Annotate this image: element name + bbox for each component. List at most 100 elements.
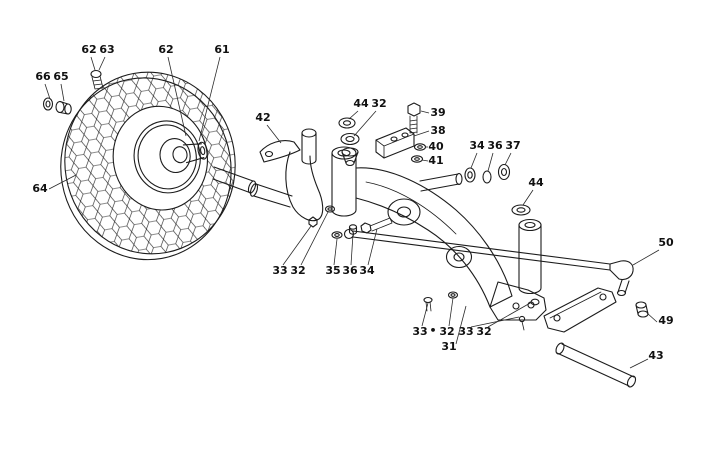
hub-cap: [197, 141, 208, 160]
part-label-32: 32: [371, 97, 386, 110]
part-35-washer: [331, 231, 343, 239]
leader-line-36: [350, 233, 354, 266]
part-38-bracket: [375, 127, 415, 159]
spindle-shaft: [212, 166, 257, 194]
part-label-•: •: [429, 324, 436, 337]
part-34-washer-right: [464, 167, 476, 183]
wheel-rim-inner: [137, 124, 197, 190]
part-37-washer: [497, 163, 511, 181]
part-66-ring: [42, 97, 54, 111]
part-63-bolt: [90, 69, 104, 90]
part-label-63: 63: [99, 43, 114, 56]
leader-line-33: [421, 302, 429, 327]
part-34-bolt-bottom: [360, 217, 393, 234]
leader-line-33: [470, 316, 520, 328]
wheel-rim-outer: [133, 120, 201, 194]
part-label-65: 65: [53, 70, 68, 83]
leader-line-32: [300, 211, 329, 266]
part-label-32: 32: [476, 325, 491, 338]
part-32-washer-far-right: [530, 298, 540, 306]
part-44-washer-right: [511, 204, 531, 216]
part-label-62: 62: [81, 43, 96, 56]
hub-cap-bore: [200, 146, 206, 156]
part-49-bushing: [635, 301, 649, 318]
part-32-washer-left: [324, 205, 336, 213]
leader-line-34: [470, 152, 478, 169]
part-label-49: 49: [658, 314, 673, 327]
leader-line-32: [487, 301, 533, 328]
part-label-36: 36: [487, 139, 503, 152]
part-label-33: 33: [272, 264, 287, 277]
part-label-41: 41: [428, 154, 443, 167]
part-label-34: 34: [469, 139, 485, 152]
part-36-spacer-right: [482, 170, 492, 184]
leader-line-43: [629, 358, 649, 369]
tie-rod: [343, 228, 611, 271]
part-label-37: 37: [505, 139, 520, 152]
part-65-bushing: [55, 100, 72, 115]
part-label-44: 44: [528, 176, 544, 189]
part-label-64: 64: [32, 182, 48, 195]
leader-line-33: [282, 225, 312, 266]
part-44-washer-upper: [338, 117, 356, 129]
hub-plate: [159, 138, 191, 174]
leader-lines: [44, 56, 660, 369]
leader-line-32: [448, 297, 454, 327]
part-33-bolt-right: [518, 315, 526, 331]
part-label-61: 61: [214, 43, 229, 56]
part-36-spacer-bottom: [348, 224, 358, 235]
exploded-view-artwork: [42, 69, 649, 388]
leader-line-61: [198, 56, 221, 142]
part-33-bolt-middle: [423, 296, 433, 312]
part-39-bolt: [407, 102, 421, 134]
part-label-32: 32: [439, 325, 454, 338]
part-label-42: 42: [255, 111, 270, 124]
part-label-66: 66: [35, 70, 51, 83]
leader-line-64: [48, 174, 77, 190]
leader-line-50: [632, 249, 660, 266]
leader-line-65: [60, 83, 65, 102]
part-label-33: 33: [412, 325, 427, 338]
part-label-36: 36: [342, 264, 358, 277]
leader-line-63: [98, 56, 106, 71]
part-label-62: 62: [158, 43, 173, 56]
hub-bore: [172, 146, 188, 164]
leader-line-36: [487, 152, 494, 172]
leader-line-62: [167, 56, 187, 137]
leader-line-42: [266, 124, 282, 144]
part-43-bar: [555, 342, 637, 388]
part-label-34: 34: [359, 264, 375, 277]
part-33-nut-left: [308, 216, 318, 228]
leader-line-35: [333, 238, 338, 266]
part-label-50: 50: [658, 236, 674, 249]
tire-tread-face: [64, 71, 236, 255]
leader-line-32: [353, 110, 377, 137]
part-31-axle-casting: [331, 146, 547, 321]
right-kingpin-cylinder: [518, 218, 542, 295]
axle-support-bracket: [543, 287, 617, 333]
part-label-39: 39: [430, 106, 445, 119]
part-label-44: 44: [353, 97, 369, 110]
part-label-43: 43: [648, 349, 663, 362]
leader-line-41: [421, 159, 429, 162]
part-label-33: 33: [458, 325, 473, 338]
leader-line-39: [420, 110, 430, 114]
leader-line-31: [455, 305, 467, 345]
part-label-35: 35: [325, 264, 340, 277]
leader-line-66: [44, 83, 51, 100]
part-label-40: 40: [428, 140, 444, 153]
leader-line-34: [367, 228, 378, 266]
leader-line-49: [646, 312, 658, 323]
part-label-38: 38: [430, 124, 445, 137]
wheel-assembly: [60, 71, 236, 261]
leader-line-44: [348, 110, 359, 120]
part-50-ball-joint: [609, 260, 634, 297]
leader-line-37: [504, 152, 512, 166]
part-32-washer-upper: [340, 132, 360, 146]
leader-line-38: [413, 130, 430, 137]
part-42-steering-knuckle: [249, 128, 324, 222]
part-41-washer: [410, 155, 424, 163]
